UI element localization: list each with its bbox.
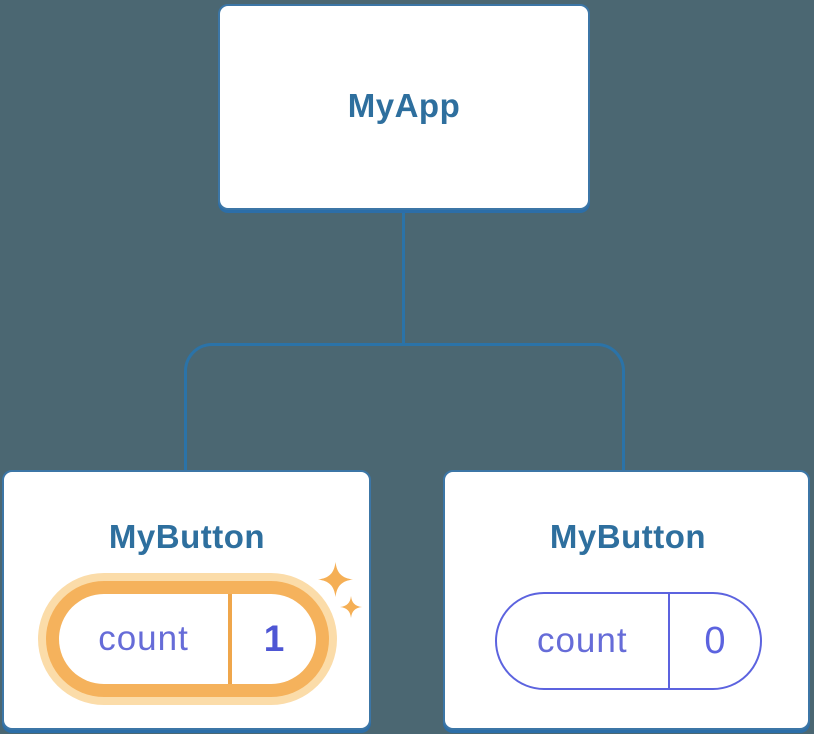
sparkle-icon-large (318, 562, 353, 597)
state-value-segment: 1 (232, 594, 316, 684)
mybutton-inactive-label: MyButton (549, 518, 707, 555)
sparkle-icon-small (340, 596, 362, 618)
state-name-segment: count (59, 594, 228, 684)
myapp-label: MyApp (347, 87, 461, 124)
state-pill-active: count 1 (59, 594, 316, 684)
tree-node-myapp (218, 4, 590, 210)
state-pill-highlight-halo: count 1 (38, 573, 337, 705)
connector-stem (402, 211, 405, 346)
state-name-label: count (98, 619, 189, 658)
state-value: 0 (704, 619, 726, 662)
state-value-segment: 0 (670, 594, 760, 688)
pill-divider (228, 594, 232, 684)
pill-divider (667, 594, 670, 688)
state-value: 1 (263, 618, 285, 659)
state-name-segment: count (497, 594, 668, 688)
connector-bracket (184, 343, 625, 470)
state-pill-inactive: count 0 (495, 592, 762, 690)
mybutton-active-label: MyButton (108, 518, 266, 555)
state-pill-highlight-ring: count 1 (46, 581, 329, 697)
state-name-label: count (536, 621, 628, 660)
